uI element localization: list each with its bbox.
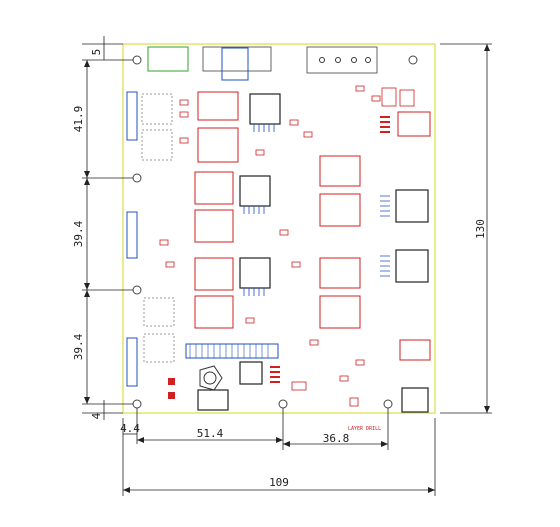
dim-left-lower: 39.4 — [72, 333, 85, 360]
pad-strip — [168, 378, 175, 385]
ic — [239, 175, 271, 207]
pad-strip — [270, 371, 280, 373]
connector — [202, 46, 272, 72]
smd — [303, 131, 313, 138]
dim-holes-spacing-left: 51.4 — [197, 427, 224, 440]
pad-strip — [380, 126, 390, 128]
arrowheads — [84, 44, 490, 493]
connector — [306, 46, 378, 74]
mounting-hole — [132, 55, 142, 65]
smd — [255, 149, 265, 156]
dim-overall-height: 130 — [474, 219, 487, 239]
module — [319, 155, 361, 187]
connector — [147, 46, 189, 72]
connector — [126, 91, 138, 141]
connector — [126, 211, 138, 259]
connector — [221, 47, 249, 81]
pad — [351, 57, 357, 63]
smd — [399, 89, 415, 107]
smd — [289, 119, 299, 126]
ic — [249, 93, 281, 125]
dim-holes-spacing-right: 36.8 — [323, 432, 350, 445]
smd — [355, 85, 365, 92]
layer-label: LAYER DRILL — [348, 426, 381, 432]
ic — [401, 387, 429, 413]
mounting-hole — [132, 173, 142, 183]
smd — [165, 261, 175, 268]
smd — [179, 99, 189, 106]
smd — [179, 137, 189, 144]
dimension-lines — [82, 36, 492, 496]
pad — [319, 57, 325, 63]
smd — [355, 359, 365, 366]
module — [194, 209, 234, 243]
dim-overall-width: 109 — [269, 476, 289, 489]
dim-top-offset: 5 — [90, 49, 103, 56]
smd — [349, 397, 359, 407]
smd — [179, 111, 189, 118]
mounting-hole — [132, 399, 142, 409]
top-connectors — [147, 46, 378, 81]
smd — [381, 87, 397, 107]
pad — [335, 57, 341, 63]
module — [194, 295, 234, 329]
connector — [143, 297, 175, 327]
connector — [141, 93, 173, 125]
smd-components — [159, 85, 415, 407]
module — [197, 127, 239, 163]
pad-strip — [270, 366, 280, 368]
silk-hatch — [189, 344, 269, 358]
connector — [126, 337, 138, 387]
dim-bottom-left-offset-h: 4.4 — [120, 422, 140, 435]
connector — [141, 129, 173, 161]
dim-bottom-left-offset: 4 — [90, 412, 103, 419]
smd — [371, 95, 381, 102]
pad-strip — [380, 121, 390, 123]
smd — [245, 317, 255, 324]
pad-strip — [270, 381, 280, 383]
connector — [143, 333, 175, 363]
ic-pins — [243, 124, 390, 296]
smd — [291, 261, 301, 268]
mounting-holes — [132, 55, 418, 409]
ic — [197, 389, 229, 411]
module — [194, 257, 234, 291]
mounting-hole — [132, 285, 142, 295]
smd — [159, 239, 169, 246]
module — [319, 295, 361, 329]
mounting-hole — [408, 55, 418, 65]
smd — [339, 375, 349, 382]
dim-left-upper: 41.9 — [72, 106, 85, 133]
module — [319, 193, 361, 227]
ic — [395, 189, 429, 223]
power-modules — [194, 91, 431, 361]
ics — [197, 93, 429, 413]
module — [197, 91, 239, 121]
smd — [279, 229, 289, 236]
ic — [239, 257, 271, 289]
mounting-hole — [278, 399, 288, 409]
module — [194, 171, 234, 205]
ic — [395, 249, 429, 283]
smd — [309, 339, 319, 346]
module — [319, 257, 361, 289]
pad-strip — [168, 392, 175, 399]
board-outline — [122, 43, 436, 414]
pad-strip — [380, 116, 390, 118]
module — [397, 111, 431, 137]
pad-strips — [168, 116, 390, 399]
module — [399, 339, 431, 361]
dim-left-middle: 39.4 — [72, 220, 85, 247]
pad — [365, 57, 371, 63]
pad-strip — [380, 131, 390, 133]
smd — [291, 381, 307, 391]
mounting-hole — [383, 399, 393, 409]
ic — [239, 361, 263, 385]
left-connectors — [126, 91, 175, 387]
pad-strip — [270, 376, 280, 378]
inductor — [199, 365, 223, 391]
